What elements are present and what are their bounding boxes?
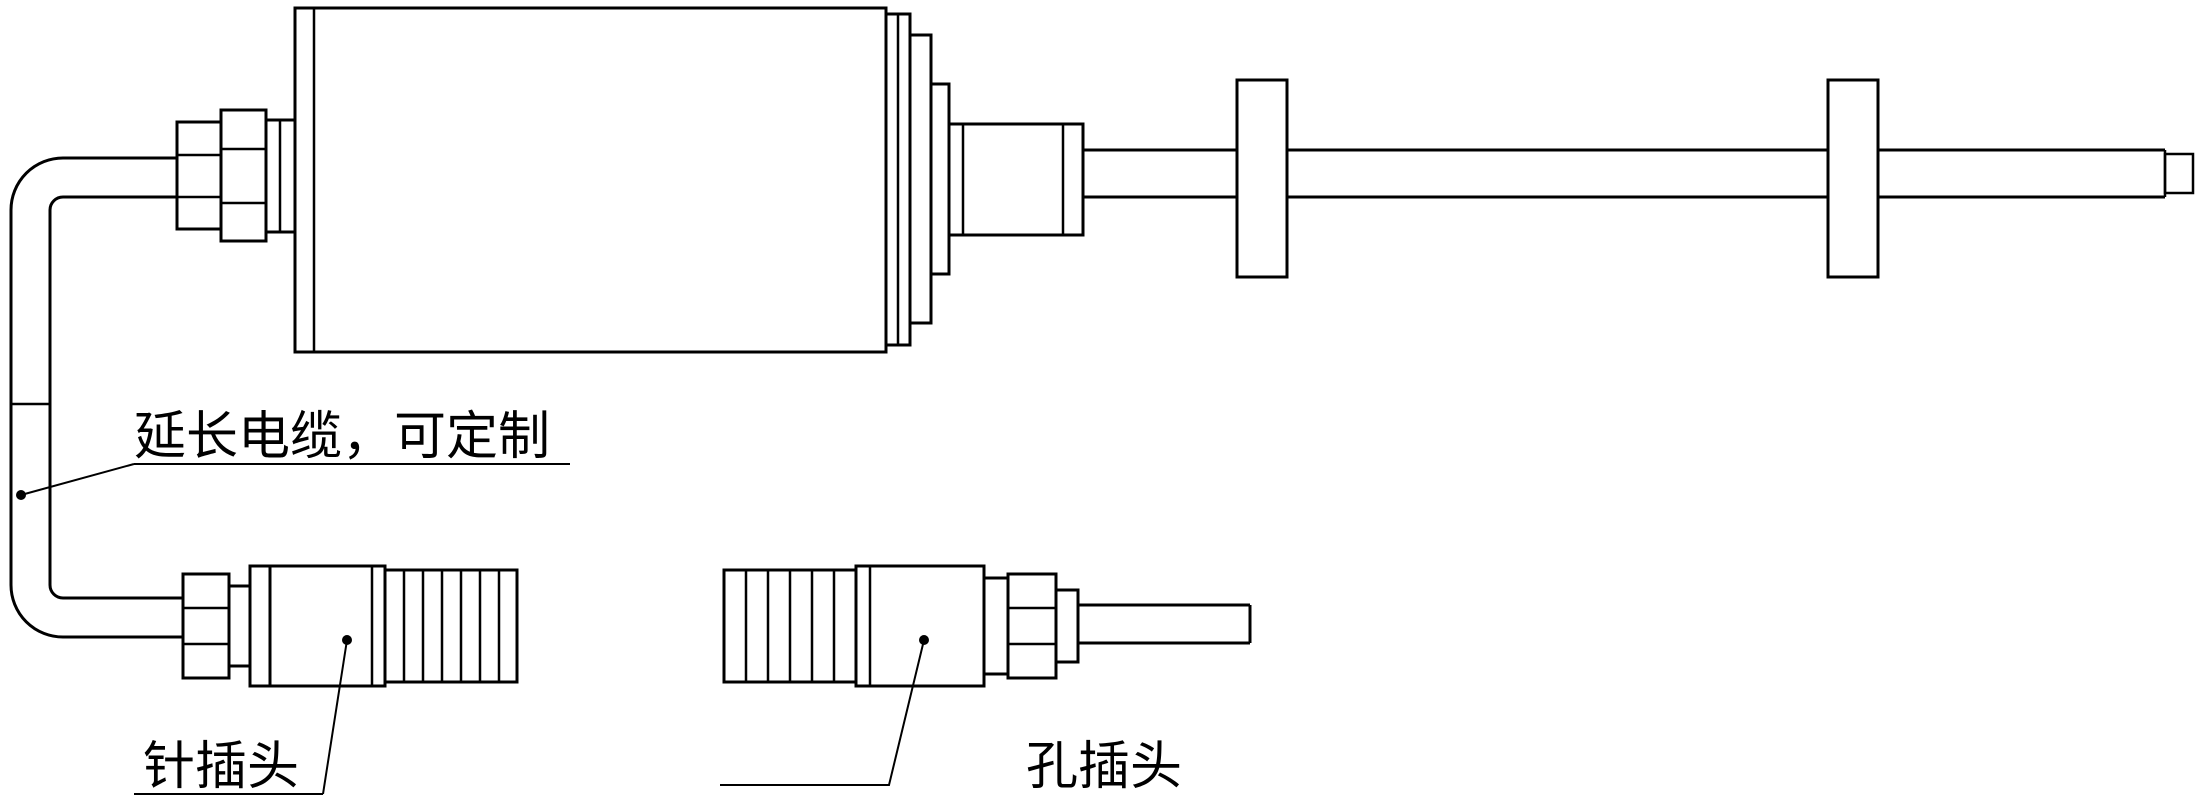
pin-ribbed-cap [383, 568, 519, 684]
probe-shaft [1083, 78, 2195, 279]
socket-plug-leader-dot [919, 635, 929, 645]
socket-ring-2 [1054, 588, 1080, 664]
pin-plug-connector [181, 564, 519, 688]
pin-flange [248, 564, 272, 688]
socket-plug-connector [722, 564, 1252, 688]
pin-plug-label: 针插头 [143, 738, 299, 796]
body-outline [293, 6, 888, 354]
annotations: 延长电缆，可定制 针插头 孔插头 [16, 408, 1182, 796]
pin-plug-leader-dot [342, 635, 352, 645]
float-collar-2 [1826, 78, 1880, 279]
pin-plug-leader-line [322, 639, 348, 795]
extension-cable [9, 156, 183, 639]
gland-nut [175, 120, 223, 231]
cable-inner-edge [48, 195, 183, 600]
shaft-tip [2163, 152, 2195, 195]
gland-hex-nut [219, 108, 268, 243]
float-collar-1 [1235, 78, 1289, 279]
socket-hex-nut [1006, 572, 1058, 680]
cable-gland [175, 108, 297, 243]
cable-outer-edge [9, 156, 183, 639]
pin-ring [227, 584, 252, 668]
extension-cable-leader-dot [16, 490, 26, 500]
sensor-body [293, 6, 1085, 354]
extension-cable-leader-line [20, 463, 135, 496]
coupling-cylinder [947, 122, 1085, 237]
pin-body [268, 564, 387, 688]
flange-b [908, 33, 933, 325]
flange-ring [929, 82, 951, 276]
socket-plug-leader-line [720, 639, 925, 786]
socket-plug-label: 孔插头 [1026, 738, 1182, 796]
socket-ring [982, 576, 1010, 676]
socket-body [854, 564, 986, 688]
pin-hex-nut [181, 572, 231, 680]
extension-cable-label: 延长电缆，可定制 [134, 408, 550, 466]
